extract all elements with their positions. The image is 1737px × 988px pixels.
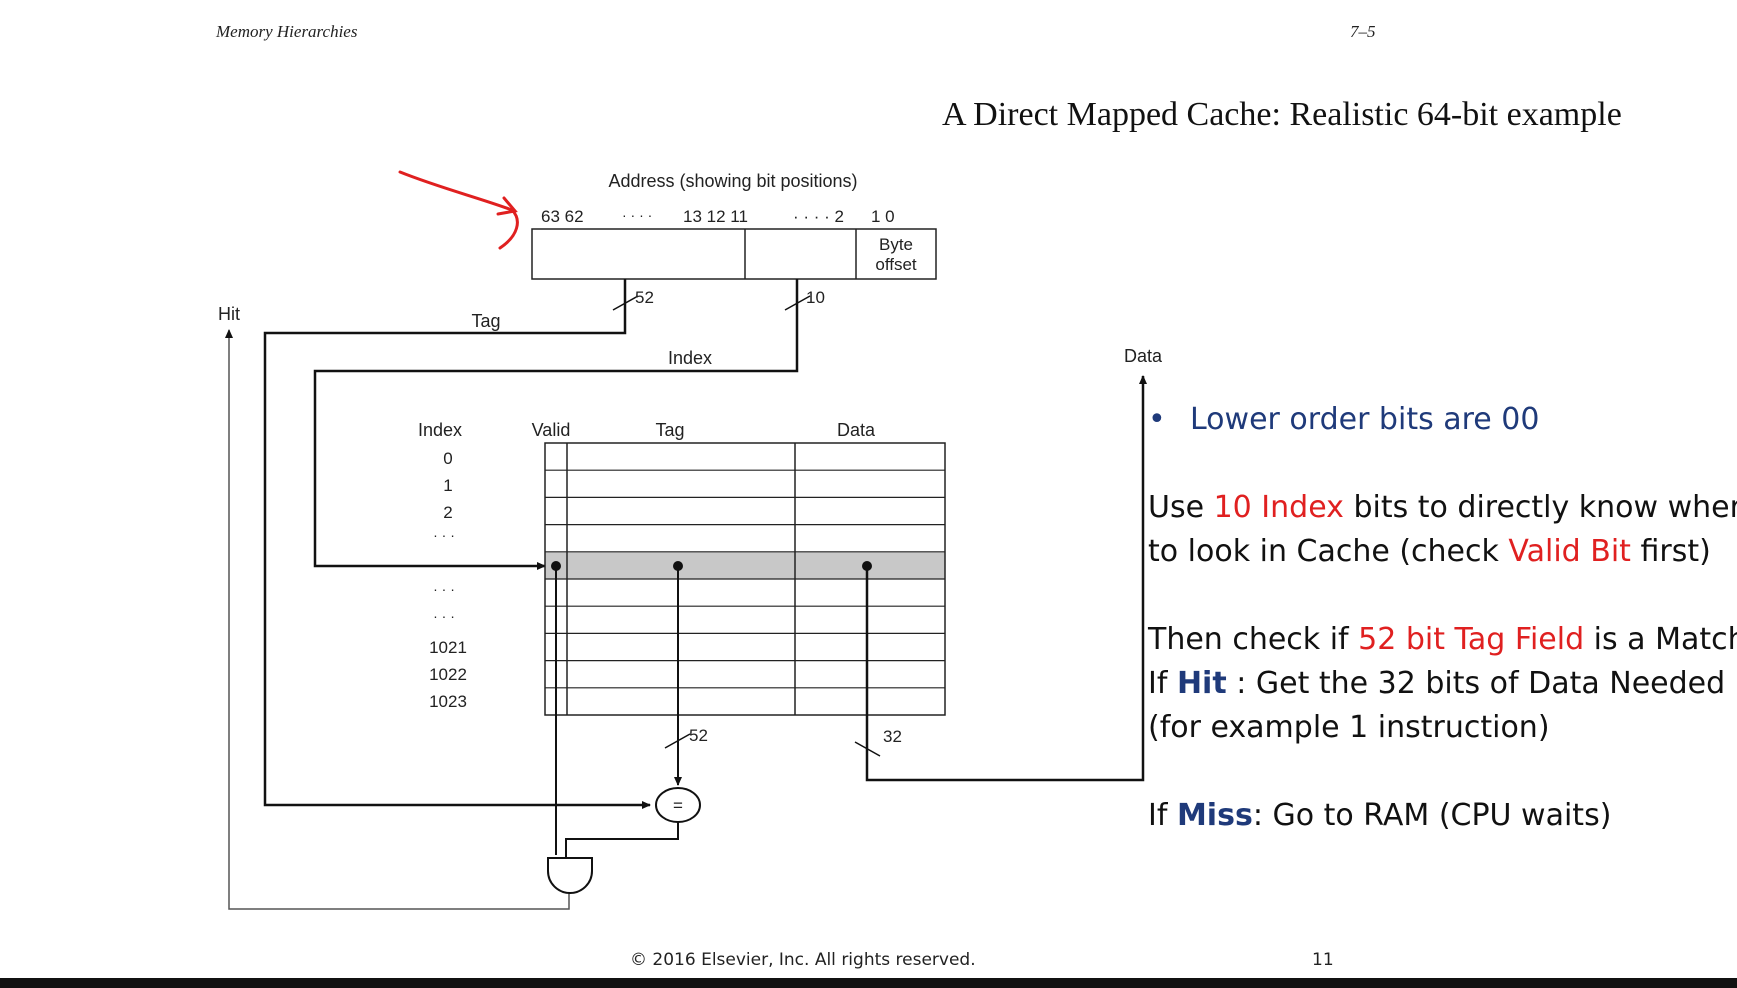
row-label-1021: 1021 <box>429 638 467 657</box>
compare-to-and-line <box>565 822 679 860</box>
index-bus-label: Index <box>668 348 712 368</box>
note-line-1-post: bits to directly know wher <box>1343 490 1737 525</box>
byte-offset-label-2: offset <box>875 255 917 274</box>
note-line-6-post: : Go to RAM (CPU waits) <box>1252 798 1612 833</box>
tag-compare-slash <box>664 733 691 749</box>
note-line-6: If Miss: Go to RAM (CPU waits) <box>1148 794 1737 838</box>
row-label-ellipsis-2: · · · <box>433 581 455 597</box>
col-header-tag: Tag <box>655 420 684 440</box>
hit-label: Hit <box>218 304 240 324</box>
note-line-2: to look in Cache (check Valid Bit first) <box>1148 530 1737 574</box>
data-bus-slash <box>854 741 881 757</box>
note-line-1-pre: Use <box>1148 490 1214 525</box>
hit-line <box>225 329 570 910</box>
tag-bus <box>263 279 651 809</box>
bit-pos-dots-2: · · · · 2 <box>793 207 844 226</box>
note-line-4-emphasis: Hit <box>1176 666 1227 701</box>
note-line-3: Then check if 52 bit Tag Field is a Matc… <box>1148 618 1737 662</box>
annotation-arrowhead <box>496 196 518 216</box>
note-line-2-pre: to look in Cache (check <box>1148 534 1509 569</box>
note-line-5: (for example 1 instruction) <box>1148 710 1550 745</box>
data-bus <box>865 375 1147 782</box>
bit-pos-mid: 13 12 11 <box>683 207 748 226</box>
compare-width-label: 52 <box>689 726 708 745</box>
and-gate <box>547 857 593 894</box>
note-bullet: • Lower order bits are 00 <box>1148 398 1737 442</box>
row-label-0: 0 <box>443 449 452 468</box>
address-label: Address (showing bit positions) <box>608 171 857 191</box>
note-line-4: If Hit : Get the 32 bits of Data Needed <box>1148 662 1737 706</box>
index-width-label: 10 <box>806 288 825 307</box>
note-line-6-emphasis: Miss <box>1176 798 1253 833</box>
note-line-6-pre: If <box>1148 798 1177 833</box>
explanation-notes: • Lower order bits are 00 Use 10 Index bi… <box>1148 398 1737 838</box>
col-header-data: Data <box>837 420 876 440</box>
tag-width-label: 52 <box>635 288 654 307</box>
bullet-dot-icon: • <box>1148 402 1166 437</box>
note-line-1: Use 10 Index bits to directly know wher <box>1148 486 1737 530</box>
note-line-1-highlight: 10 Index <box>1213 490 1344 525</box>
row-label-1: 1 <box>443 476 452 495</box>
note-gap <box>1148 750 1737 794</box>
note-bullet-text: Lower order bits are 00 <box>1190 402 1540 437</box>
note-line-2-post: first) <box>1630 534 1711 569</box>
comparator-symbol: = <box>673 796 683 815</box>
row-label-1022: 1022 <box>429 665 467 684</box>
row-label-2: 2 <box>443 503 452 522</box>
bit-pos-low: 1 0 <box>871 207 895 226</box>
tag-bus-label: Tag <box>471 311 500 331</box>
note-gap <box>1148 442 1737 486</box>
tag-bus-slash <box>612 295 639 311</box>
col-header-index: Index <box>418 420 462 440</box>
note-gap <box>1148 574 1737 618</box>
index-bus <box>313 279 799 570</box>
row-label-1023: 1023 <box>429 692 467 711</box>
address-register <box>531 228 937 280</box>
note-line-3-highlight: 52 bit Tag Field <box>1358 622 1585 657</box>
byte-offset-label-1: Byte <box>879 235 913 254</box>
slide-title: A Direct Mapped Cache: Realistic 64-bit … <box>942 96 1622 133</box>
annotation-arrow <box>398 170 519 250</box>
note-line-3-post: is a Match <box>1584 622 1737 657</box>
note-line-3-pre: Then check if <box>1148 622 1359 657</box>
bit-pos-dots-1: · · · · <box>622 207 652 223</box>
note-line-4-pre: If <box>1148 666 1177 701</box>
note-line-4-post: : Get the 32 bits of Data Needed <box>1226 666 1726 701</box>
data-output-label: Data <box>1124 346 1163 366</box>
cache-row-highlight <box>545 552 945 579</box>
note-line-2-highlight: Valid Bit <box>1508 534 1631 569</box>
copyright-footer: © 2016 Elsevier, Inc. All rights reserve… <box>630 950 976 970</box>
slide-page-number: 11 <box>1312 950 1334 970</box>
data-width-label: 32 <box>883 727 902 746</box>
bottom-bar <box>0 978 1737 988</box>
bit-pos-high: 63 62 <box>541 207 584 226</box>
running-header-title: Memory Hierarchies <box>216 22 358 41</box>
col-header-valid: Valid <box>532 420 571 440</box>
running-header-page: 7–5 <box>1350 22 1376 41</box>
row-label-ellipsis-1: · · · <box>433 527 455 543</box>
row-label-ellipsis-3: · · · <box>433 608 455 624</box>
index-bus-slash <box>784 295 811 311</box>
cache-table <box>544 442 946 716</box>
